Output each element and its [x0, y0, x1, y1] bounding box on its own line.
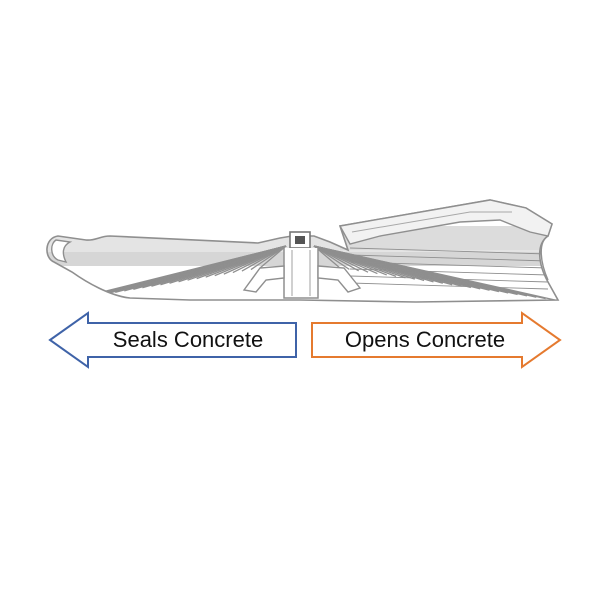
shade-line	[349, 247, 549, 255]
shade-line	[349, 275, 549, 283]
radial-ribs	[69, 245, 556, 301]
seals-concrete-label: Seals Concrete	[112, 327, 264, 352]
left-curl	[51, 239, 73, 264]
shade-line	[349, 261, 549, 269]
opens-concrete-label: Opens Concrete	[344, 327, 506, 352]
rib-line	[259, 245, 287, 269]
arrow-right	[311, 311, 562, 369]
center-joint	[242, 231, 362, 299]
rib-line	[250, 245, 287, 271]
arrow-left	[48, 311, 297, 369]
shade-line	[349, 254, 549, 262]
fin-crease	[351, 211, 512, 233]
right-fin	[338, 199, 553, 245]
shade-line	[349, 268, 549, 276]
right-hook	[540, 235, 549, 281]
shade-line	[349, 282, 549, 290]
